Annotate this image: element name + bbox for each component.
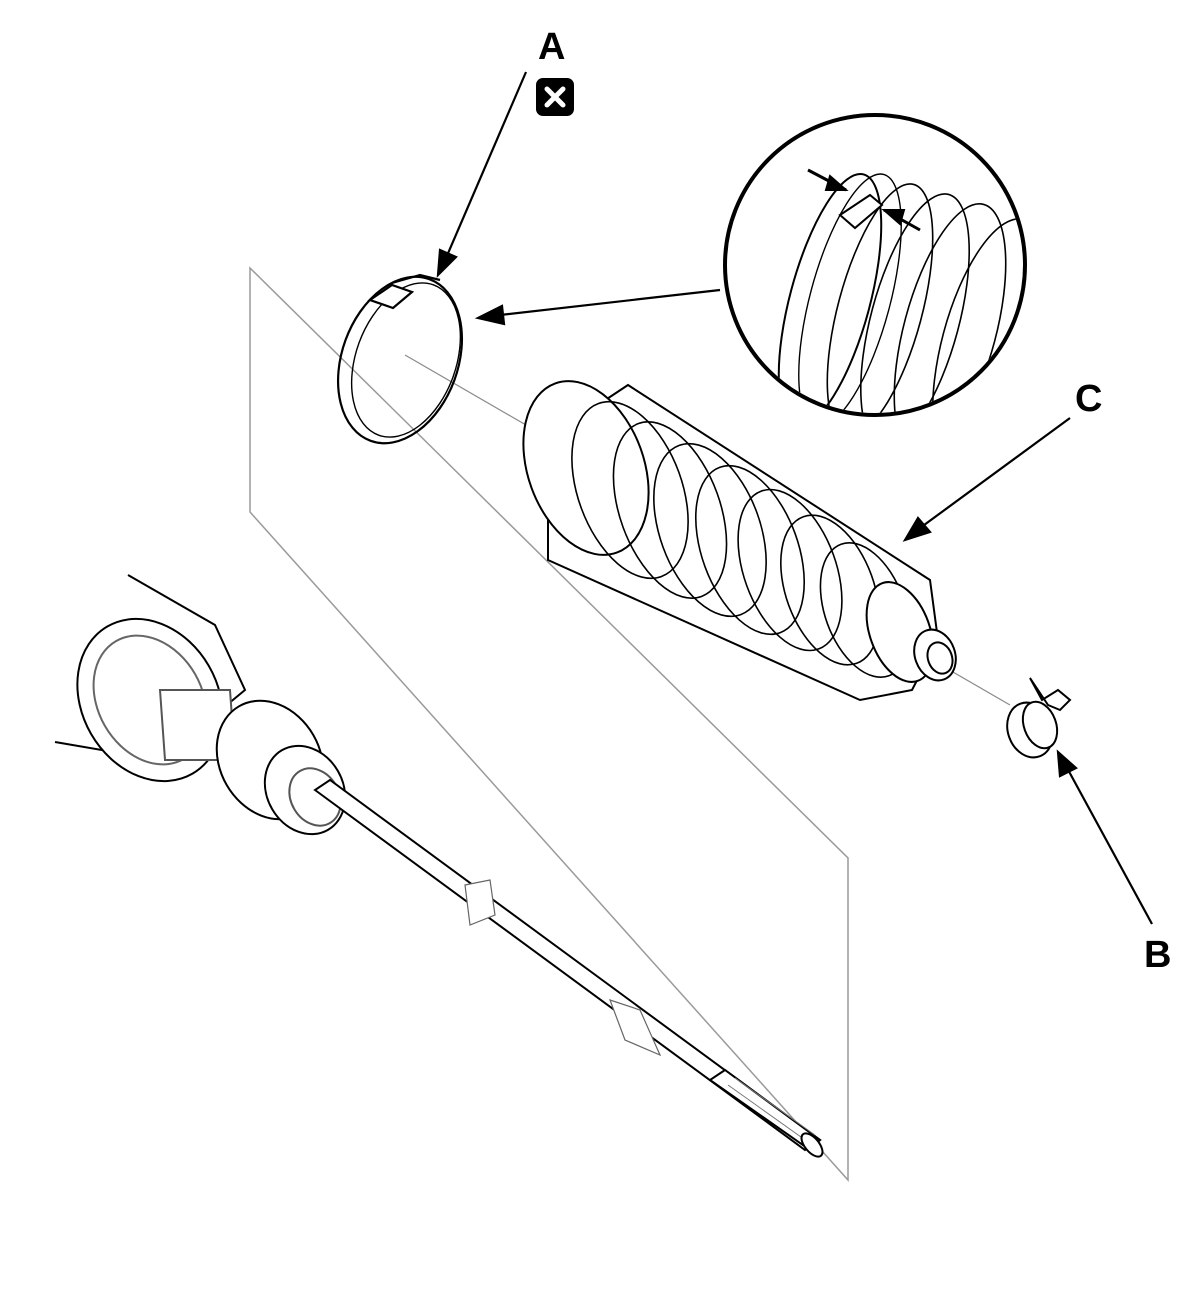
reference-plane [249,266,849,1182]
tie-rod-shaft [313,778,824,1158]
boot-clamp-small [1006,677,1072,759]
callout-label-a: A [538,26,566,68]
boot-clamp-large [336,273,464,445]
leader-lines [436,71,1153,925]
callout-label-b: B [1144,934,1172,976]
replace-part-icon [536,78,574,116]
callout-label-c: C [1075,378,1103,420]
clamp-detail-view [723,113,1027,417]
steering-rack-boot [522,380,957,702]
steering-rack-housing [54,574,347,836]
